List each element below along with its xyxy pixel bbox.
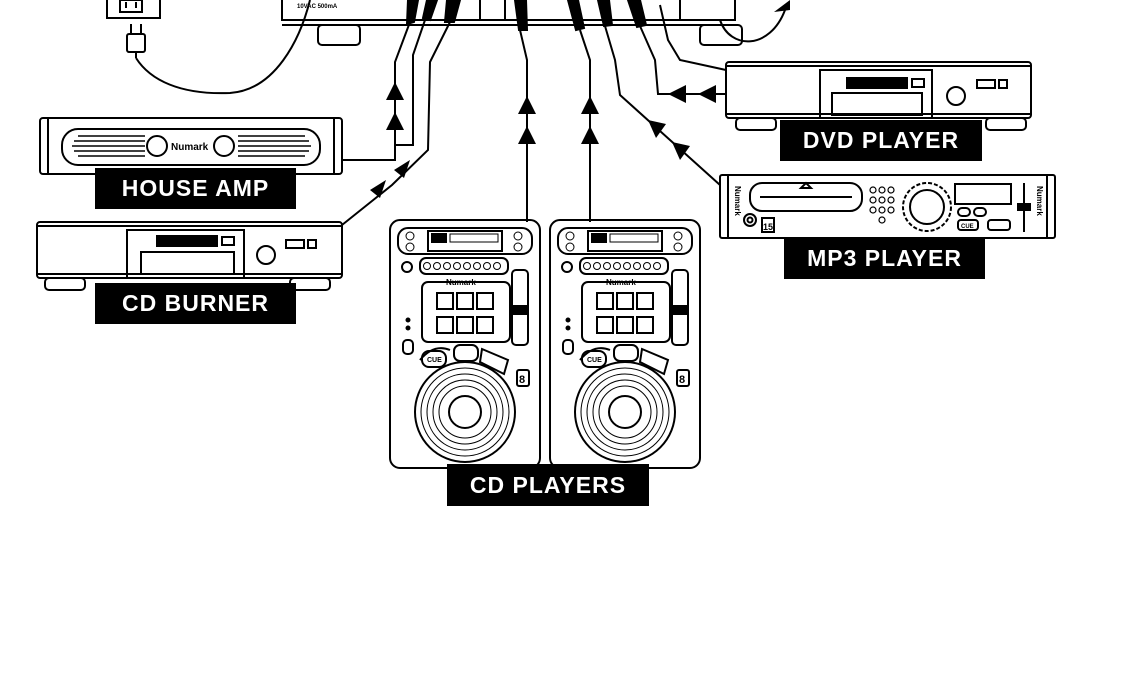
cable-cd-player-left bbox=[519, 29, 528, 222]
cd-player-right-badge: 8 bbox=[679, 374, 685, 386]
cable-house-amp-2 bbox=[412, 19, 426, 145]
mp3-player-device: 15 CUE Numark Numark bbox=[719, 174, 1056, 239]
power-plug-icon bbox=[126, 24, 146, 58]
cd-player-right-brand: Numark bbox=[606, 278, 636, 287]
cd-player-left-badge: 8 bbox=[519, 374, 525, 386]
cable-mp3-player bbox=[604, 25, 721, 186]
cable-house-amp bbox=[342, 21, 414, 161]
power-cable bbox=[135, 0, 311, 95]
mp3-badge: 15 bbox=[763, 222, 773, 232]
cd-player-left: Numark CUE 8 bbox=[389, 219, 541, 469]
mixer-unit: 10VAC 500mA bbox=[281, 0, 743, 46]
label-mp3-player: MP3 PLAYER bbox=[784, 238, 985, 279]
house-amp-brand: Numark bbox=[171, 142, 209, 153]
label-cd-players: CD PLAYERS bbox=[447, 464, 649, 506]
house-amp-device: Numark bbox=[39, 117, 343, 175]
label-house-amp: HOUSE AMP bbox=[95, 168, 296, 209]
cable-cd-player-right bbox=[579, 29, 591, 222]
mixer-power-rating: 10VAC 500mA bbox=[297, 4, 338, 10]
cable-dvd-player-2 bbox=[659, 4, 727, 71]
dvd-player-device bbox=[725, 61, 1032, 131]
cable-cd-burner bbox=[341, 21, 451, 226]
rca-plugs bbox=[405, 0, 648, 32]
cd-burner-device bbox=[36, 221, 343, 291]
power-outlet-icon bbox=[106, 0, 161, 19]
cable-right-loop bbox=[719, 9, 786, 43]
signal-arrows bbox=[370, 82, 716, 198]
cd-player-left-cue: CUE bbox=[427, 357, 442, 364]
mp3-brand-right: Numark bbox=[1035, 186, 1044, 216]
label-cd-burner: CD BURNER bbox=[95, 283, 296, 324]
cd-player-right: Numark CUE 8 bbox=[549, 219, 701, 469]
cable-dvd-player bbox=[639, 25, 726, 95]
label-dvd-player: DVD PLAYER bbox=[780, 120, 982, 161]
cd-player-right-cue: CUE bbox=[587, 357, 602, 364]
mp3-cue-label: CUE bbox=[961, 224, 974, 230]
cd-player-left-brand: Numark bbox=[446, 278, 476, 287]
mp3-brand-left: Numark bbox=[733, 186, 742, 216]
